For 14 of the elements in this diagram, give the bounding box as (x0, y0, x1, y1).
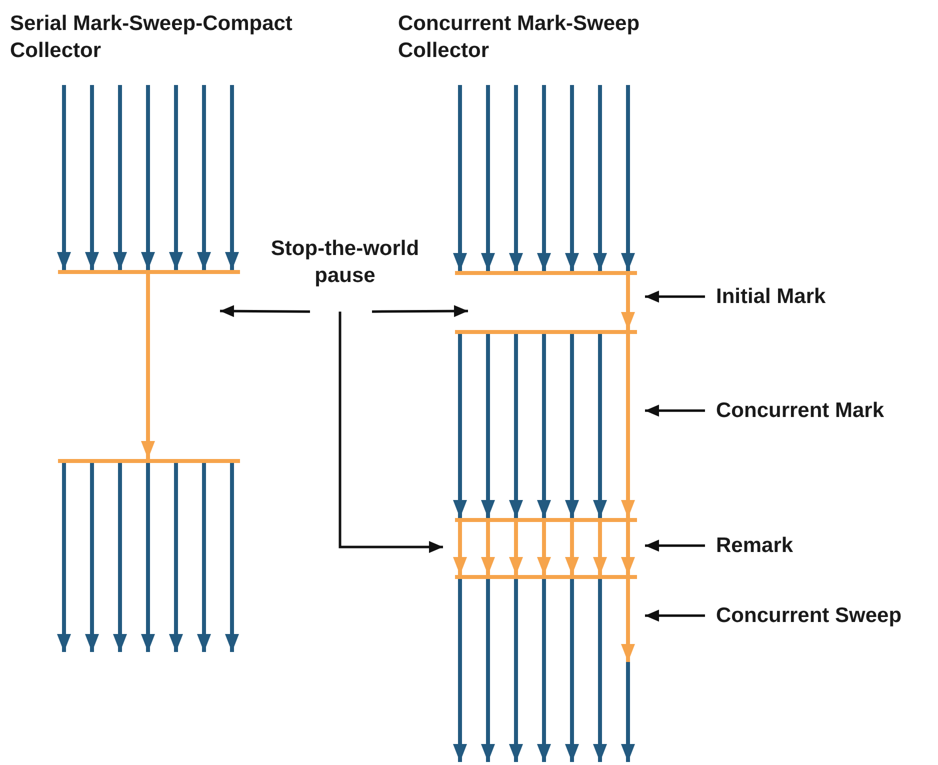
arrow (645, 540, 705, 552)
arrow (372, 305, 468, 318)
arrow (645, 290, 705, 303)
arrow (645, 610, 705, 622)
arrow (645, 404, 705, 417)
collector-heading: Concurrent Mark-Sweep Collector (398, 11, 641, 64)
arrow (338, 312, 443, 553)
pause-label: Stop-the-world pause (250, 235, 440, 312)
collector-heading: Serial Mark-Sweep-Compact Collector (10, 11, 294, 64)
phase-label: Concurrent Sweep (705, 602, 902, 630)
phase-label: Concurrent Mark (705, 397, 884, 424)
phase-label: Initial Mark (705, 283, 826, 310)
phase-label: Remark (705, 532, 794, 560)
arrow (220, 305, 310, 318)
